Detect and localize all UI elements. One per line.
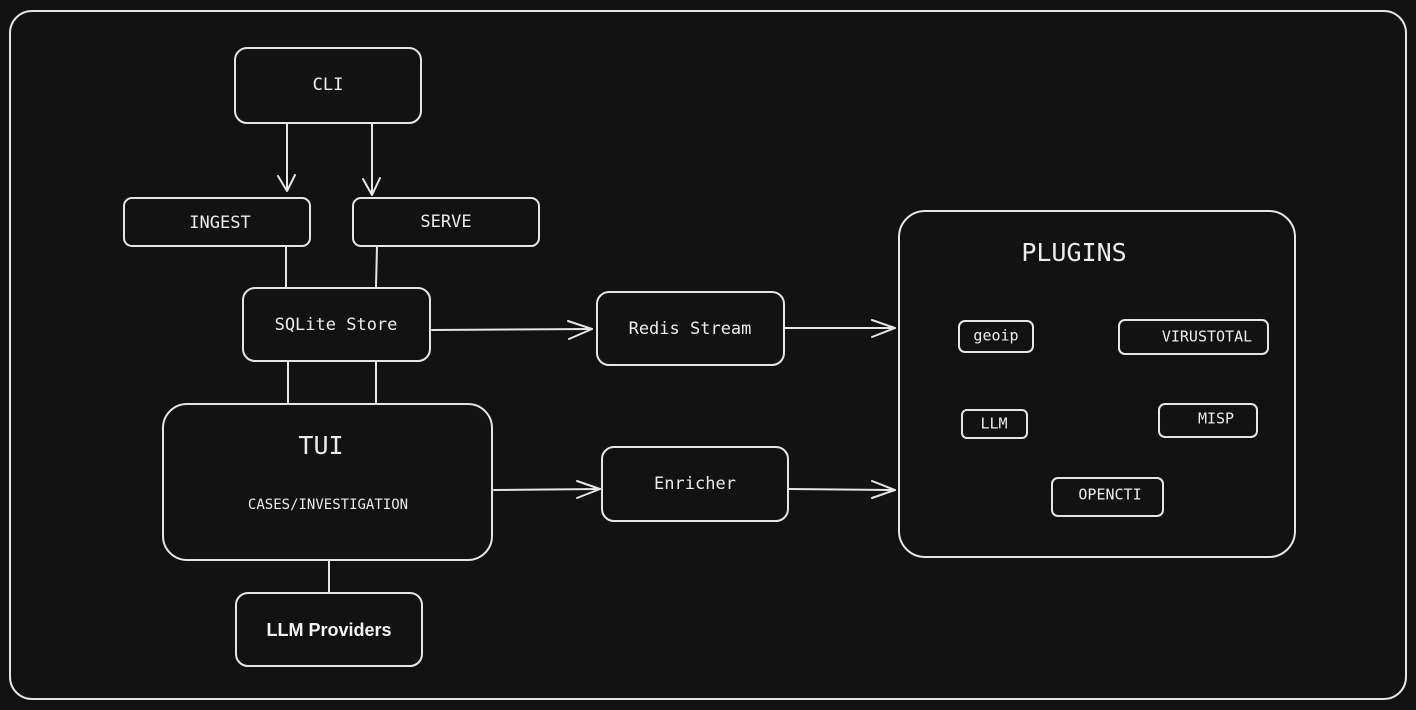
arrowhead-tui-to-enricher: [576, 480, 601, 499]
plugins-title: PLUGINS: [1021, 238, 1126, 267]
plugin-llm-box: [961, 409, 1028, 439]
sqlite-store-box: [242, 287, 431, 362]
arrowhead-cli-to-serve: [362, 177, 381, 196]
plugin-opencti-label: OPENCTI: [1078, 486, 1141, 504]
cli-label: CLI: [313, 75, 344, 95]
serve-label: SERVE: [420, 212, 471, 232]
plugin-misp-label: MISP: [1198, 410, 1234, 428]
arrow-store-to-redis: [431, 328, 593, 331]
redis-stream-label: Redis Stream: [629, 319, 752, 339]
tui-node: TUI CASES/INVESTIGATION: [162, 403, 493, 561]
arrowhead-enricher-to-plugins: [871, 480, 896, 499]
redis-stream-node: Redis Stream: [596, 291, 785, 366]
cli-box: [234, 47, 422, 124]
enricher-box: [601, 446, 789, 522]
plugin-geoip-label: geoip: [973, 327, 1018, 345]
ingest-box: [123, 197, 311, 247]
ingest-label: INGEST: [189, 213, 250, 233]
connectors: [277, 122, 896, 594]
tui-title: TUI: [298, 431, 343, 460]
sqlite-store-node: SQLite Store: [242, 287, 431, 362]
arrowhead-store-to-redis: [567, 320, 593, 340]
cli-node: CLI: [234, 47, 422, 124]
plugin-geoip-box: [958, 320, 1034, 353]
enricher-label: Enricher: [654, 474, 736, 494]
ingest-node: INGEST: [123, 197, 311, 247]
plugin-virustotal-box: [1118, 319, 1269, 355]
plugin-llm-label: LLM: [980, 415, 1007, 433]
llm-providers-node: LLM Providers: [235, 592, 423, 667]
arrowhead-cli-to-ingest: [277, 174, 296, 192]
plugin-misp-box: [1158, 403, 1258, 438]
tui-subtitle: CASES/INVESTIGATION: [248, 497, 408, 513]
line-serve-to-store: [375, 245, 378, 288]
tui-box: [162, 403, 493, 561]
llm-providers-label: LLM Providers: [266, 620, 391, 640]
arrow-tui-to-enricher: [493, 488, 601, 491]
arrow-enricher-to-plugins: [788, 488, 896, 491]
llm-providers-box: [235, 592, 423, 667]
redis-stream-box: [596, 291, 785, 366]
plugin-virustotal-label: VIRUSTOTAL: [1162, 328, 1252, 346]
arrowhead-redis-to-plugins: [871, 319, 896, 338]
plugins-container: PLUGINS geoip VIRUSTOTAL LLM MISP OPENCT…: [898, 210, 1296, 558]
enricher-node: Enricher: [601, 446, 789, 522]
serve-box: [352, 197, 540, 247]
serve-node: SERVE: [352, 197, 540, 247]
sqlite-store-label: SQLite Store: [275, 315, 398, 335]
plugin-opencti-box: [1051, 477, 1164, 517]
plugins-box: [898, 210, 1296, 558]
